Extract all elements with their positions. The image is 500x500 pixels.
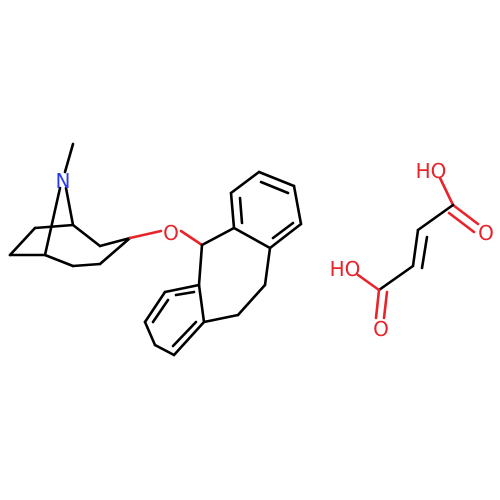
bond-upper-benzene-5	[229, 170, 261, 195]
bond-upper-benzene-2	[268, 222, 303, 250]
bond-lower-benzene-5	[143, 290, 167, 324]
bond-ring-3	[98, 236, 132, 266]
bond-c2-c3-outer	[411, 228, 420, 268]
bond-n-methyl	[63, 142, 75, 174]
bond-c3-c4	[377, 264, 415, 292]
bond-upper-benzene-inner-2	[259, 180, 290, 195]
bond-c3-o	[128, 229, 163, 240]
bond-bridge-2	[8, 226, 37, 257]
bond-oh-left	[356, 273, 381, 292]
bond-lower-benzene-1	[197, 283, 206, 324]
fumaric-acid	[356, 176, 480, 320]
bond-ring-1	[71, 223, 102, 248]
bond-lower-benzene-inner-1	[171, 320, 198, 348]
bond-co-right-2	[447, 211, 476, 234]
bond-upper-ring-ch2	[263, 246, 272, 287]
bond-lower-benzene-2	[172, 320, 206, 357]
bond-ring-5	[43, 253, 75, 268]
bond-ch2-lower-ring	[202, 313, 240, 324]
bond-co-bottom-2	[382, 290, 389, 320]
bond-upper-benzene-6	[229, 191, 236, 230]
bond-upper-benzene-1	[232, 226, 272, 250]
atom-labels: N O HO HO O O	[56, 159, 494, 341]
bond-lower-benzene-3	[153, 343, 176, 357]
bond-lower-benzene-inner-3	[174, 290, 196, 297]
bond-upper-benzene-inner-3	[238, 196, 244, 225]
bond-lower-benzene-4	[143, 320, 157, 347]
bond-n-bridgehead-left	[43, 186, 62, 257]
carbonyl-o-right-label: O	[478, 221, 494, 245]
bond-c1-c2	[416, 203, 455, 232]
bond-ring-2	[98, 236, 132, 248]
bond-co-bottom-1	[374, 288, 381, 320]
tropane-ring	[8, 142, 163, 268]
acid-oh-left-label: HO	[330, 257, 361, 281]
carbonyl-o-bottom-label: O	[373, 317, 389, 341]
bond-n-bridgehead-right	[64, 186, 75, 227]
bond-upper-benzene-inner-1	[271, 221, 295, 240]
nitrogen-label: N	[56, 169, 71, 193]
ether-oxygen-label: O	[163, 221, 179, 245]
bond-lower-benzene-6	[163, 283, 201, 294]
bond-ch2-ch2	[236, 283, 267, 317]
bond-c2-c3-inner	[420, 235, 429, 270]
bond-co-right-1	[451, 203, 480, 226]
dibenzosuberane	[143, 170, 303, 357]
bond-upper-benzene-3	[292, 184, 303, 226]
bond-o-c5	[179, 229, 204, 247]
bond-c5-lower-ring	[197, 243, 204, 287]
bond-ring-4	[71, 262, 102, 268]
acid-oh-top-label: HO	[416, 159, 447, 183]
bond-upper-benzene-4	[257, 170, 296, 188]
bond-c5-upper-ring	[200, 226, 236, 247]
bond-bridge-1	[33, 223, 75, 230]
bond-oh-top	[438, 176, 455, 207]
bond-lower-benzene-inner-2	[151, 298, 170, 324]
